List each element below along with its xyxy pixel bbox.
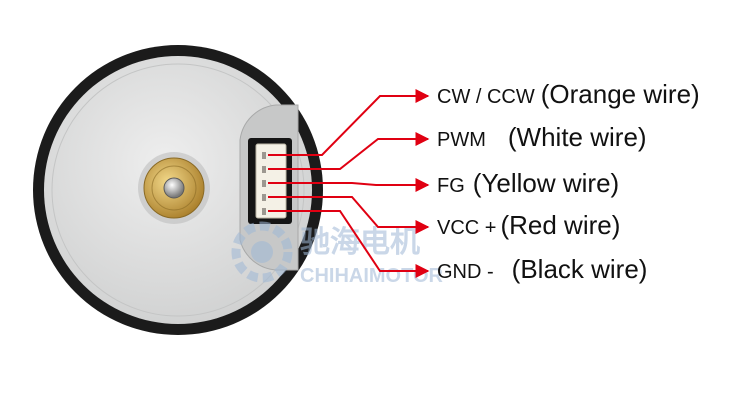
motor-face-inner-ring: [51, 63, 305, 317]
label-gnd-wire: (Black wire): [512, 254, 648, 284]
label-pwm-wire: (White wire): [508, 122, 647, 152]
leader-pwm: [268, 132, 430, 170]
wire-labels: CW / CCW (Orange wire) PWM (White wire) FG…: [437, 79, 700, 284]
label-vcc: VCC +(Red wire): [437, 210, 620, 240]
leader-gnd: [268, 210, 430, 278]
label-cw-ccw-wire: (Orange wire): [541, 79, 700, 109]
label-cw-ccw: CW / CCW (Orange wire): [437, 79, 700, 109]
watermark-english: CHIHAIMOTOR: [300, 265, 444, 287]
leader-fg: [268, 178, 430, 192]
label-pwm-signal: PWM: [437, 129, 486, 151]
label-fg-wire: (Yellow wire): [473, 168, 619, 198]
leader-cw-ccw: [268, 89, 430, 156]
label-fg: FG (Yellow wire): [437, 168, 619, 198]
wire-leaders: [268, 89, 430, 278]
label-gnd-signal: GND -: [437, 261, 494, 283]
motor-shaft: [138, 152, 210, 224]
label-cw-ccw-signal: CW / CCW: [437, 86, 535, 108]
label-vcc-signal: VCC +: [437, 217, 496, 239]
label-fg-signal: FG: [437, 175, 465, 197]
leader-vcc: [268, 196, 430, 234]
label-pwm: PWM (White wire): [437, 122, 647, 152]
motor: [33, 45, 323, 335]
label-gnd: GND - (Black wire): [437, 254, 647, 284]
watermark-gear-icon: [231, 221, 293, 283]
wire-connector: [248, 138, 292, 224]
label-vcc-wire: (Red wire): [500, 210, 620, 240]
